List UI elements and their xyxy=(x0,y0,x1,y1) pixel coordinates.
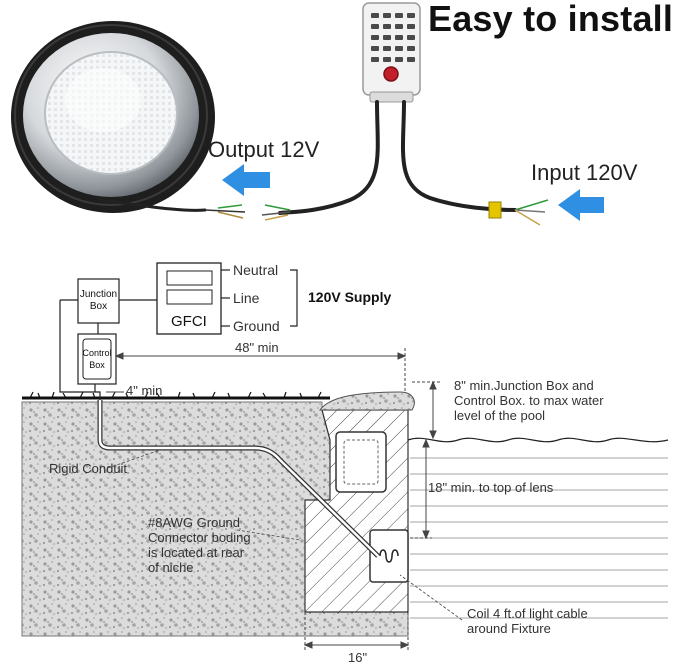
dim-48-min: 48" min xyxy=(235,340,279,355)
ground-note-line2: Connector boding xyxy=(148,530,251,545)
coil-note-line2: around Fixture xyxy=(467,621,551,636)
grass-texture xyxy=(29,391,322,399)
line-label: Line xyxy=(233,290,260,306)
gfci-label: GFCI xyxy=(171,313,207,330)
neutral-label: Neutral xyxy=(233,262,279,278)
dim-18-min: 18" min. to top of lens xyxy=(428,480,554,495)
control-box xyxy=(77,333,117,385)
dim-8-line1: 8" min.Junction Box and xyxy=(454,378,594,393)
dim-8-line3: level of the pool xyxy=(454,408,546,423)
output-voltage-label: Output 12V xyxy=(208,137,320,162)
control-box-label-line1: Control xyxy=(82,348,112,358)
cable-coil-icon xyxy=(379,549,399,563)
ground-bonding-note: #8AWG Ground Connector boding is located… xyxy=(148,515,251,575)
pool-water xyxy=(407,437,669,619)
junction-box xyxy=(77,278,120,324)
pool-coping xyxy=(319,391,415,411)
control-box-label-line2: Box xyxy=(89,360,105,370)
ground-label: Ground xyxy=(233,318,280,334)
junction-box-label-line2: Box xyxy=(89,301,108,312)
wire-leads xyxy=(204,199,549,226)
light-niche xyxy=(369,529,409,583)
dim-4-min: 4" min xyxy=(126,383,163,398)
junction-box-label: Junction Box xyxy=(76,289,121,313)
dim-8-line2: Control Box. to max water xyxy=(454,393,604,408)
connector-cap xyxy=(488,201,502,219)
ground-note-line4: of niche xyxy=(148,560,194,575)
supply-wiring xyxy=(59,269,298,400)
page-title: Easy to install xyxy=(428,0,674,39)
ground-note-line1: #8AWG Ground xyxy=(148,515,241,530)
dimension-lines xyxy=(106,348,440,652)
input-voltage-label: Input 120V xyxy=(531,160,638,185)
coil-note-line1: Coil 4 ft.of light cable xyxy=(467,606,588,621)
pool-light-fixture xyxy=(11,21,215,213)
leader-lines xyxy=(107,449,463,621)
ground-note-line3: is located at rear xyxy=(148,545,245,560)
niche-upper xyxy=(335,431,387,493)
dim-8-min-note: 8" min.Junction Box and Control Box. to … xyxy=(454,378,604,423)
control-box-label: Control Box xyxy=(77,347,117,371)
junction-box-label-line1: Junction xyxy=(79,289,118,300)
input-arrow-icon xyxy=(558,189,604,221)
coil-note: Coil 4 ft.of light cable around Fixture xyxy=(467,606,588,636)
dim-16: 16" xyxy=(348,650,368,665)
supply-label: 120V Supply xyxy=(308,289,392,305)
power-button-icon xyxy=(383,66,399,82)
controller-unit xyxy=(362,2,421,103)
rigid-conduit-label: Rigid Conduit xyxy=(49,461,128,476)
output-arrow-icon xyxy=(222,164,270,196)
